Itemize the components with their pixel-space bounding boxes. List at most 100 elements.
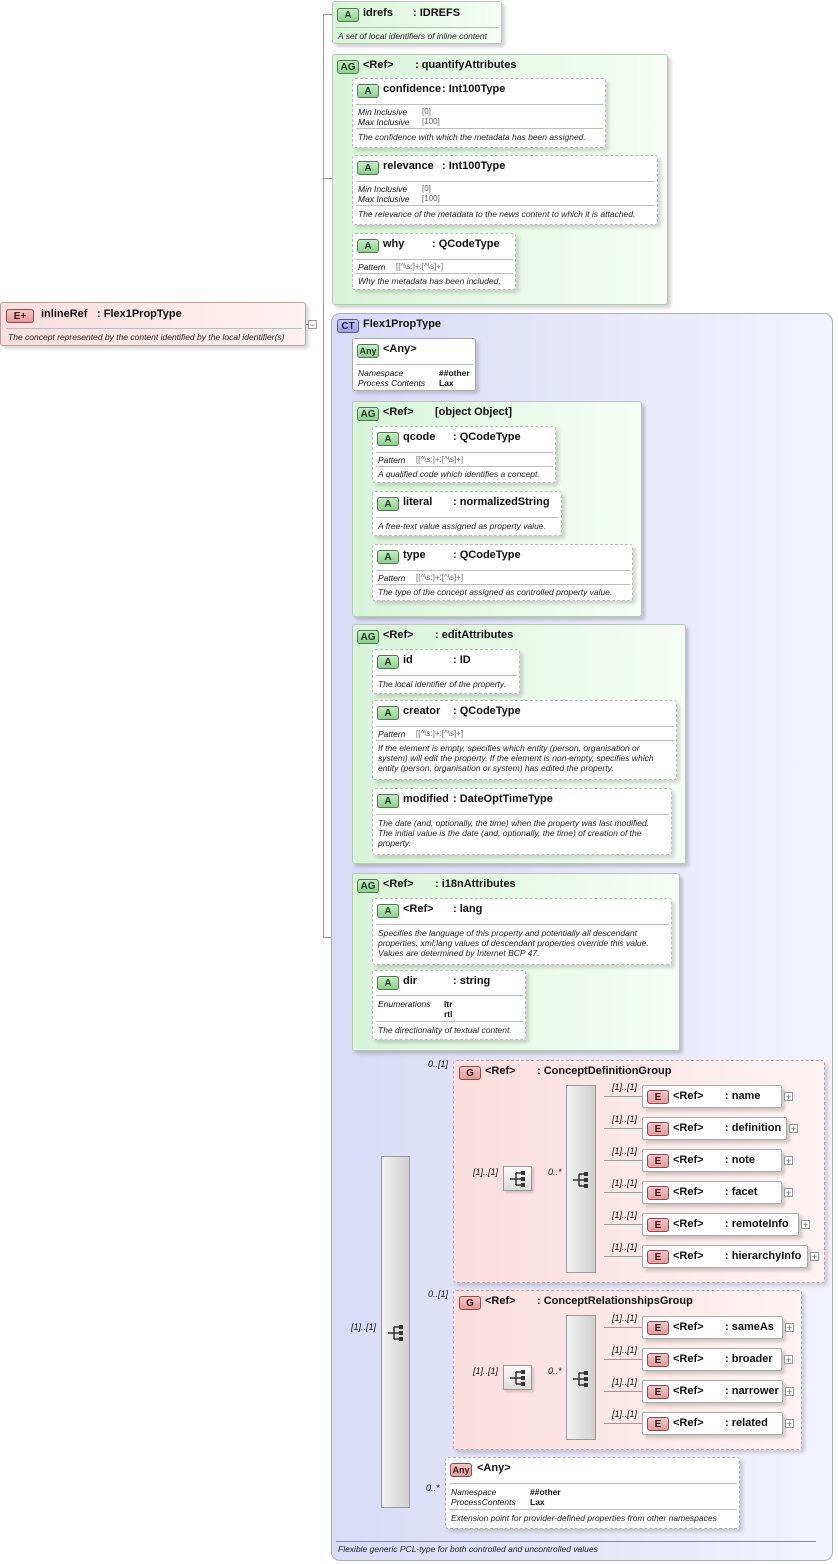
- element-name: inlineRef: [41, 308, 88, 320]
- sequence-compositor[interactable]: [503, 1166, 532, 1191]
- element-type: : definition: [725, 1122, 782, 1134]
- collapse-toggle[interactable]: −: [308, 320, 317, 330]
- facet-value: [100]: [422, 194, 440, 203]
- element-icon: E: [647, 1250, 669, 1264]
- facet-value: [[^\s:]+:[^\s]+]: [396, 262, 444, 271]
- group-ref: <Ref>: [383, 629, 414, 641]
- attribute-doc: The date (and, optionally, the time) whe…: [378, 818, 650, 828]
- attribute-lang[interactable]: A <Ref> : lang Specifies the language of…: [372, 898, 672, 965]
- connector: [604, 1224, 642, 1225]
- attribute-doc: Values are determined by Internet BCP 47…: [378, 948, 540, 958]
- any-doc: Extension point for provider-defined pro…: [451, 1513, 717, 1523]
- divider: [376, 814, 669, 815]
- attribute-name: relevance: [383, 160, 434, 172]
- any-wildcard-extension[interactable]: Any <Any> Namespace ##other ProcessConte…: [445, 1457, 740, 1529]
- connector: [604, 1359, 642, 1360]
- attribute-name: id: [403, 654, 413, 666]
- complex-type-icon: CT: [337, 319, 359, 333]
- attribute-icon: A: [357, 84, 379, 98]
- facet-value: ##other: [439, 368, 470, 378]
- group-ref: <Ref>: [363, 59, 394, 71]
- expand-toggle[interactable]: +: [789, 1124, 798, 1134]
- attribute-dir[interactable]: A dir : string Enumerations ltr rtl The …: [372, 970, 526, 1040]
- connector: [604, 1096, 642, 1097]
- attribute-idrefs[interactable]: A idrefs : IDREFS A set of local identif…: [332, 1, 502, 44]
- attribute-type: : QCodeType: [453, 431, 521, 443]
- attribute-group-icon: AG: [357, 879, 379, 893]
- group-type: [object Object]: [435, 406, 513, 418]
- group-ref: <Ref>: [383, 406, 414, 418]
- expand-toggle[interactable]: +: [785, 1323, 794, 1333]
- any-wildcard[interactable]: Any <Any> Namespace ##other Process Cont…: [352, 338, 476, 391]
- attribute-modified[interactable]: A modified : DateOptTimeType The date (a…: [372, 788, 672, 855]
- attribute-icon: A: [377, 706, 399, 720]
- expand-toggle[interactable]: +: [810, 1252, 819, 1262]
- element-note[interactable]: E<Ref>: note: [642, 1149, 782, 1172]
- connector: [604, 1423, 642, 1424]
- expand-toggle[interactable]: +: [784, 1188, 793, 1198]
- divider: [376, 466, 553, 467]
- expand-toggle[interactable]: +: [785, 1419, 794, 1429]
- element-definition[interactable]: E<Ref>: definition: [642, 1117, 787, 1140]
- cardinality: 0..*: [548, 1366, 562, 1376]
- facet-label: ProcessContents: [451, 1497, 516, 1507]
- element-facet[interactable]: E<Ref>: facet: [642, 1181, 782, 1204]
- element-type: : Flex1PropType: [97, 308, 182, 320]
- connector: [604, 1160, 642, 1161]
- element-related[interactable]: E<Ref>: related: [642, 1412, 783, 1435]
- cardinality: [1]..[1]: [612, 1146, 638, 1156]
- attribute-group-icon: AG: [357, 407, 379, 421]
- attribute-doc: properties. xml:lang values of descendan…: [378, 938, 649, 948]
- element-remoteInfo[interactable]: E<Ref>: remoteInfo: [642, 1213, 799, 1236]
- attribute-doc: The local identifier of the property.: [378, 679, 506, 689]
- sequence-icon: [510, 1370, 525, 1386]
- expand-toggle[interactable]: +: [784, 1355, 793, 1365]
- attribute-relevance[interactable]: A relevance : Int100Type Min Inclusive […: [352, 155, 658, 225]
- attribute-literal[interactable]: A literal : normalizedString A free-text…: [372, 491, 562, 536]
- expand-toggle[interactable]: +: [785, 1387, 794, 1397]
- attribute-name: literal: [403, 496, 433, 508]
- element-name[interactable]: E<Ref>: name: [642, 1085, 782, 1108]
- attribute-creator[interactable]: A creator : QCodeType Pattern [[^\s:]+:[…: [372, 700, 677, 780]
- attribute-group-icon: AG: [357, 630, 379, 644]
- attribute-doc: A set of local identifiers of inline con…: [338, 31, 487, 41]
- attribute-type[interactable]: A type : QCodeType Pattern [[^\s:]+:[^\s…: [372, 544, 633, 601]
- attribute-doc: A qualified code which identifies a conc…: [378, 469, 540, 479]
- element-broader[interactable]: E<Ref>: broader: [642, 1348, 782, 1371]
- choice-compositor[interactable]: [566, 1315, 596, 1440]
- facet-value: Lax: [530, 1497, 545, 1507]
- cardinality: [1]..[1]: [612, 1114, 638, 1124]
- element-type: : narrower: [725, 1385, 779, 1397]
- attribute-confidence[interactable]: A confidence : Int100Type Min Inclusive …: [352, 78, 606, 148]
- expand-toggle[interactable]: +: [784, 1156, 793, 1166]
- connector: [323, 14, 324, 937]
- attribute-name: confidence: [383, 83, 442, 95]
- attribute-type: : ID: [453, 654, 471, 666]
- facet-label: Process Contents: [358, 378, 426, 388]
- expand-toggle[interactable]: +: [784, 1092, 793, 1102]
- choice-compositor[interactable]: [566, 1085, 596, 1273]
- attribute-doc: Specifies the language of this property …: [378, 928, 637, 938]
- root-element-inlineRef[interactable]: E+ inlineRef : Flex1PropType The concept…: [0, 302, 306, 346]
- facet-value: [[^\s:]+:[^\s]+]: [416, 729, 464, 738]
- complex-type-doc: Flexible generic PCL-type for both contr…: [338, 1544, 598, 1554]
- element-sameAs[interactable]: E<Ref>: sameAs: [642, 1316, 783, 1339]
- facet-label: Max Inclusive: [358, 194, 410, 204]
- facet-value: [0]: [422, 107, 431, 116]
- element-hierarchyInfo[interactable]: E<Ref>: hierarchyInfo: [642, 1245, 808, 1268]
- sequence-compositor[interactable]: [503, 1365, 532, 1390]
- facet-label: Namespace: [451, 1487, 497, 1497]
- element-narrower[interactable]: E<Ref>: narrower: [642, 1380, 783, 1403]
- attribute-icon: A: [377, 550, 399, 564]
- attribute-why[interactable]: A why : QCodeType Pattern [[^\s:]+:[^\s]…: [352, 233, 516, 290]
- choice-compositor[interactable]: [381, 1156, 410, 1508]
- facet-label: Min Inclusive: [358, 107, 408, 117]
- group-ref: <Ref>: [383, 878, 414, 890]
- attribute-qcode[interactable]: A qcode : QCodeType Pattern [[^\s:]+:[^\…: [372, 426, 556, 483]
- divider: [376, 584, 630, 585]
- cardinality: 0..*: [548, 1167, 562, 1177]
- facet-label: Pattern: [378, 455, 406, 465]
- attribute-id[interactable]: A id : ID The local identifier of the pr…: [372, 649, 520, 694]
- expand-toggle[interactable]: +: [801, 1220, 810, 1230]
- connector: [604, 1327, 642, 1328]
